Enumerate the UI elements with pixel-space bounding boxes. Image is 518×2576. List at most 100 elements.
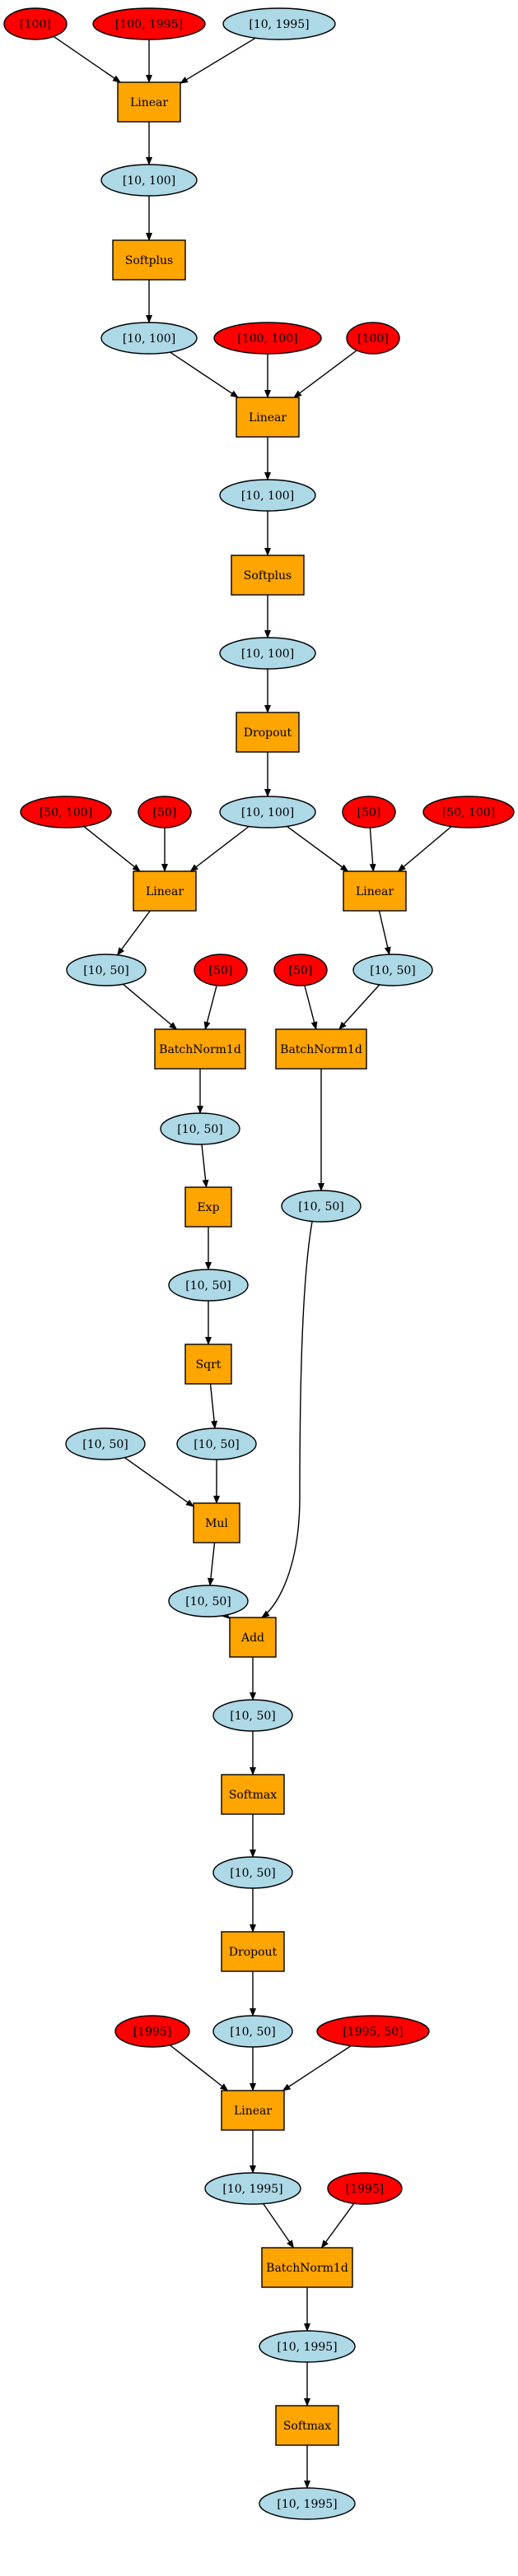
node-label: [100, 100] bbox=[237, 332, 297, 346]
tensor-node: [10, 1995] bbox=[204, 2172, 301, 2205]
param-ellipse bbox=[92, 7, 206, 40]
node-label: [10, 50] bbox=[230, 2026, 275, 2039]
node-label: [100, 1995] bbox=[115, 18, 183, 31]
node-label: [10, 1995] bbox=[222, 2183, 282, 2196]
param-ellipse bbox=[316, 2015, 430, 2048]
parameter-node: [100] bbox=[346, 322, 400, 355]
tensor-node: [10, 50] bbox=[212, 2015, 293, 2048]
node-label: [10, 1995] bbox=[277, 2341, 337, 2354]
parameter-node: [100] bbox=[3, 7, 68, 40]
param-ellipse bbox=[138, 796, 192, 828]
param-ellipse bbox=[3, 7, 68, 40]
node-label: [50] bbox=[357, 806, 381, 819]
op-box bbox=[275, 2405, 339, 2446]
node-label: Linear bbox=[234, 2105, 272, 2118]
linear-op-node: Linear bbox=[221, 2090, 285, 2131]
batchnorm1d-op-node: BatchNorm1d bbox=[275, 1028, 367, 1070]
op-box bbox=[236, 397, 300, 438]
op-box bbox=[133, 870, 197, 912]
node-label: [10, 100] bbox=[241, 647, 294, 661]
param-ellipse bbox=[422, 796, 515, 828]
node-label: [10, 100] bbox=[241, 806, 294, 819]
dropout-op-node: Dropout bbox=[221, 1931, 285, 1972]
op-box bbox=[221, 1774, 285, 1815]
tensor-node: [10, 50] bbox=[160, 1112, 240, 1145]
param-ellipse bbox=[114, 2015, 190, 2048]
param-ellipse bbox=[346, 322, 400, 355]
node-label: [10, 50] bbox=[185, 1595, 231, 1608]
op-box bbox=[221, 2090, 285, 2131]
edge-param-to-op bbox=[169, 2045, 229, 2091]
tensor-ellipse bbox=[100, 164, 198, 197]
op-box bbox=[117, 81, 181, 123]
node-label: [10, 1995] bbox=[277, 2498, 337, 2511]
tensor-ellipse bbox=[352, 954, 433, 986]
node-label: [50] bbox=[289, 964, 313, 977]
node-label: Sqrt bbox=[196, 1358, 222, 1372]
edge-tensor-to-op bbox=[261, 1221, 313, 1618]
tensor-ellipse bbox=[212, 1856, 293, 1889]
tensor-node: [10, 50] bbox=[66, 954, 147, 986]
batchnorm1d-op-node: BatchNorm1d bbox=[154, 1028, 246, 1070]
edge-param-to-op bbox=[203, 985, 217, 1030]
tensor-ellipse bbox=[281, 1190, 362, 1223]
edge-tensor-to-op bbox=[189, 825, 250, 872]
tensor-ellipse bbox=[176, 1427, 257, 1460]
node-label: [1995] bbox=[133, 2026, 172, 2039]
linear-op-node: Linear bbox=[343, 870, 407, 912]
op-box bbox=[261, 2247, 353, 2288]
tensor-ellipse bbox=[219, 796, 316, 828]
edges bbox=[53, 35, 452, 2489]
edge-tensor-to-op bbox=[201, 1144, 209, 1188]
op-box bbox=[229, 1617, 277, 1658]
node-label: [10, 50] bbox=[370, 964, 415, 977]
node-label: Add bbox=[240, 1631, 264, 1645]
edge-param-to-op bbox=[369, 827, 376, 872]
tensor-ellipse bbox=[212, 1699, 293, 1732]
node-label: [10, 50] bbox=[194, 1438, 239, 1451]
tensor-ellipse bbox=[219, 637, 316, 670]
tensor-node: [10, 1995] bbox=[259, 2330, 356, 2363]
node-label: [10, 50] bbox=[185, 1279, 231, 1293]
node-label: BatchNorm1d bbox=[266, 2262, 348, 2275]
tensor-node: [10, 50] bbox=[281, 1190, 362, 1223]
node-label: [10, 100] bbox=[241, 490, 294, 503]
tensor-node: [10, 100] bbox=[100, 164, 198, 197]
node-label: Linear bbox=[130, 96, 168, 109]
dropout-op-node: Dropout bbox=[236, 712, 300, 753]
node-label: [50, 100] bbox=[442, 806, 495, 819]
tensor-node: [10, 1995] bbox=[259, 2487, 356, 2520]
edge-tensor-to-op bbox=[222, 1611, 231, 1619]
tensor-node: [10, 50] bbox=[176, 1427, 257, 1460]
add-op-node: Add bbox=[229, 1617, 277, 1658]
op-box bbox=[275, 1028, 367, 1070]
tensor-ellipse bbox=[219, 479, 316, 512]
edge-param-to-op bbox=[53, 35, 121, 83]
op-box bbox=[343, 870, 407, 912]
edge-param-to-op bbox=[293, 350, 357, 398]
tensor-node: [10, 100] bbox=[100, 322, 198, 355]
mul-op-node: Mul bbox=[193, 1502, 240, 1543]
op-box bbox=[184, 1344, 232, 1385]
exp-op-node: Exp bbox=[184, 1186, 232, 1228]
parameter-node: [50, 100] bbox=[422, 796, 515, 828]
node-label: Linear bbox=[146, 885, 184, 898]
nodes: [100] [100, 1995] [10, 1995] Linear [10, 100… bbox=[3, 7, 515, 2520]
node-label: Dropout bbox=[244, 726, 292, 740]
tensor-ellipse bbox=[65, 1427, 146, 1460]
node-label: [10, 50] bbox=[83, 964, 128, 977]
parameter-node: [50] bbox=[138, 796, 192, 828]
node-label: [1995] bbox=[346, 2183, 385, 2196]
node-label: Softmax bbox=[283, 2420, 331, 2433]
node-label: [50] bbox=[153, 806, 177, 819]
edge-op-to-tensor bbox=[207, 1542, 216, 1586]
edge-tensor-to-op bbox=[124, 1457, 194, 1507]
node-label: Exp bbox=[197, 1201, 219, 1214]
node-label: [10, 50] bbox=[230, 1710, 275, 1723]
edge-op-to-tensor bbox=[209, 1383, 218, 1429]
node-label: [10, 100] bbox=[123, 174, 175, 188]
edge-param-to-op bbox=[83, 825, 141, 872]
parameter-node: [100, 1995] bbox=[92, 7, 206, 40]
parameter-node: [1995] bbox=[327, 2172, 403, 2205]
